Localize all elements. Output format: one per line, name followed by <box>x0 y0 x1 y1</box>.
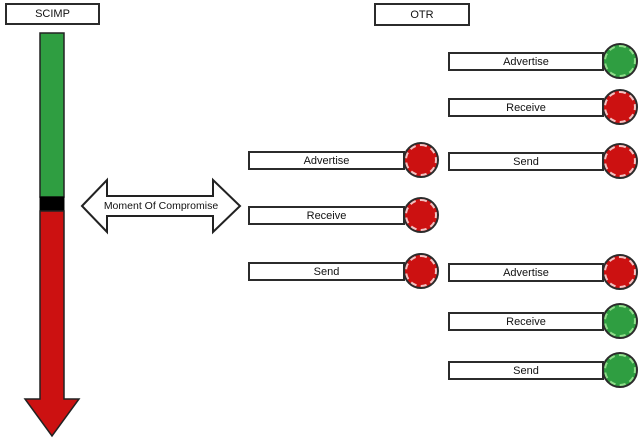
event-label: Receive <box>506 315 546 328</box>
otr-header-label: OTR <box>410 8 434 21</box>
status-circle <box>602 254 638 290</box>
timeline-compromise-segment <box>39 196 65 212</box>
event-label-box: Receive <box>448 312 604 331</box>
status-circle-dashes <box>604 45 636 77</box>
status-circle-dashes <box>604 256 636 288</box>
status-circle-dashes <box>604 305 636 337</box>
otr-header-box: OTR <box>374 3 470 26</box>
status-circle <box>602 352 638 388</box>
event-row-scimp-receive: Receive <box>248 197 439 234</box>
status-circle-dashes <box>405 255 437 287</box>
event-label: Send <box>513 364 539 377</box>
event-label-box: Receive <box>448 98 604 117</box>
event-label-box: Advertise <box>448 263 604 282</box>
event-row-scimp-send: Send <box>248 253 439 290</box>
event-label-box: Advertise <box>248 151 405 170</box>
event-row-scimp-advertise: Advertise <box>248 142 439 179</box>
event-row-otr-send-after: Send <box>448 352 638 389</box>
status-circle <box>602 143 638 179</box>
event-label: Advertise <box>503 266 549 279</box>
status-circle <box>602 43 638 79</box>
status-circle <box>602 303 638 339</box>
timeline-compromised-arrow <box>23 210 81 438</box>
scimp-header-label: SCIMP <box>35 8 70 20</box>
event-row-otr-send-before: Send <box>448 143 638 180</box>
event-row-otr-receive-after: Receive <box>448 303 638 340</box>
event-row-otr-receive-before: Receive <box>448 89 638 126</box>
status-circle-dashes <box>604 91 636 123</box>
event-label-box: Advertise <box>448 52 604 71</box>
scimp-header-box: SCIMP <box>5 3 100 25</box>
event-label-box: Send <box>448 152 604 171</box>
status-circle <box>602 89 638 125</box>
event-label: Advertise <box>503 55 549 68</box>
status-circle-dashes <box>405 199 437 231</box>
status-circle <box>403 197 439 233</box>
event-label: Receive <box>506 101 546 114</box>
event-row-otr-advertise-before: Advertise <box>448 43 638 80</box>
event-label: Send <box>313 265 340 278</box>
event-label-box: Send <box>248 262 405 281</box>
event-row-otr-advertise-after: Advertise <box>448 254 638 291</box>
moment-of-compromise-label: Moment Of Compromise <box>103 200 219 212</box>
event-label-box: Send <box>448 361 604 380</box>
event-label-box: Receive <box>248 206 405 225</box>
compromise-double-arrow-shape <box>80 177 242 235</box>
status-circle <box>403 253 439 289</box>
status-circle-dashes <box>604 145 636 177</box>
event-label: Advertise <box>303 154 350 167</box>
timeline-secure-segment <box>39 32 65 198</box>
event-label: Receive <box>306 209 347 222</box>
status-circle-dashes <box>604 354 636 386</box>
status-circle <box>403 142 439 178</box>
status-circle-dashes <box>405 144 437 176</box>
event-label: Send <box>513 155 539 168</box>
